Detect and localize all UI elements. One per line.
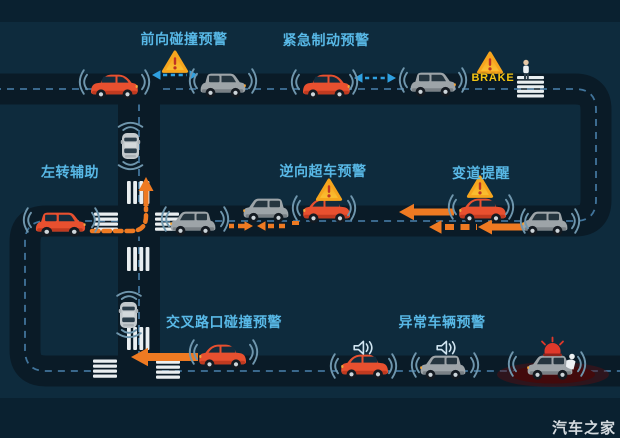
crosswalk-bottom-north: [133, 327, 137, 350]
lane-change-dash-arrow-head: [429, 220, 442, 234]
crosswalk-center-south: [139, 247, 144, 271]
crosswalk-top-road: [517, 94, 544, 98]
crosswalk-bottom-north: [139, 327, 144, 350]
crosswalk-bottom-north: [127, 327, 131, 350]
letterbox-bottom: [0, 398, 620, 438]
crosswalk-bottom-west: [93, 369, 117, 373]
crosswalk-bottom-west: [93, 364, 117, 368]
ebw-arrow-left-head: [354, 73, 363, 83]
crosswalk-bottom-east: [156, 375, 180, 379]
stranded-person-body: [566, 359, 576, 370]
warning-triangle-icon-fcw: [161, 50, 189, 73]
speaker-icon-gray-suv: [436, 340, 456, 355]
pedestrian-leg-left: [524, 73, 526, 80]
crosswalk-center-south: [127, 247, 131, 271]
crosswalk-center-south: [133, 247, 137, 271]
crosswalk-top-road: [517, 76, 544, 80]
crosswalk-bottom-east: [156, 370, 180, 374]
crosswalk-center-north: [127, 181, 131, 204]
siren-base: [543, 353, 562, 357]
crosswalk-top-road: [517, 85, 544, 89]
stranded-person-head: [569, 353, 575, 360]
icw-crossing-car-top: [118, 302, 139, 328]
crosswalk-bottom-east: [156, 365, 180, 369]
crosswalk-center-west: [94, 222, 118, 226]
ebw-arrow-right-head: [387, 73, 396, 83]
warning-triangle-icon-lcw: [466, 175, 494, 198]
crosswalk-top-road: [517, 80, 544, 84]
pedestrian-body: [523, 65, 529, 74]
warning-triangle-icon-brake: [476, 51, 504, 74]
left-turn-arrow-head: [138, 177, 154, 191]
crosswalk-top-road: [517, 89, 544, 93]
crosswalk-center-south: [145, 247, 150, 271]
crosswalk-center-north: [133, 181, 137, 204]
pedestrian-leg-right: [526, 73, 529, 80]
overtake-arrow-right-head: [244, 221, 253, 231]
letterbox-top: [0, 0, 620, 22]
left-turn-path: [89, 205, 149, 234]
siren-dome-icon: [544, 343, 561, 354]
crosswalk-bottom-west: [93, 374, 117, 378]
lane-change-arrow-head: [478, 219, 492, 235]
siren-rays: [541, 336, 564, 346]
overtake-arrow-left-head: [257, 221, 266, 231]
crosswalk-center-west: [94, 212, 118, 216]
pedestrian-head: [523, 59, 529, 66]
crosswalk-bottom-west: [93, 359, 117, 363]
fcw-arrow-left-head: [152, 70, 161, 80]
intersection-arrow-head: [131, 347, 148, 367]
oncoming-arrow-head: [399, 203, 414, 221]
warning-triangle-icon-ovw: [315, 178, 343, 201]
crosswalk-bottom-north: [145, 327, 150, 350]
crosswalk-bottom-east: [156, 360, 180, 364]
speaker-icon-red-car: [353, 340, 373, 355]
lta-crossing-car-top: [120, 133, 141, 159]
crosswalk-center-west: [94, 217, 118, 221]
